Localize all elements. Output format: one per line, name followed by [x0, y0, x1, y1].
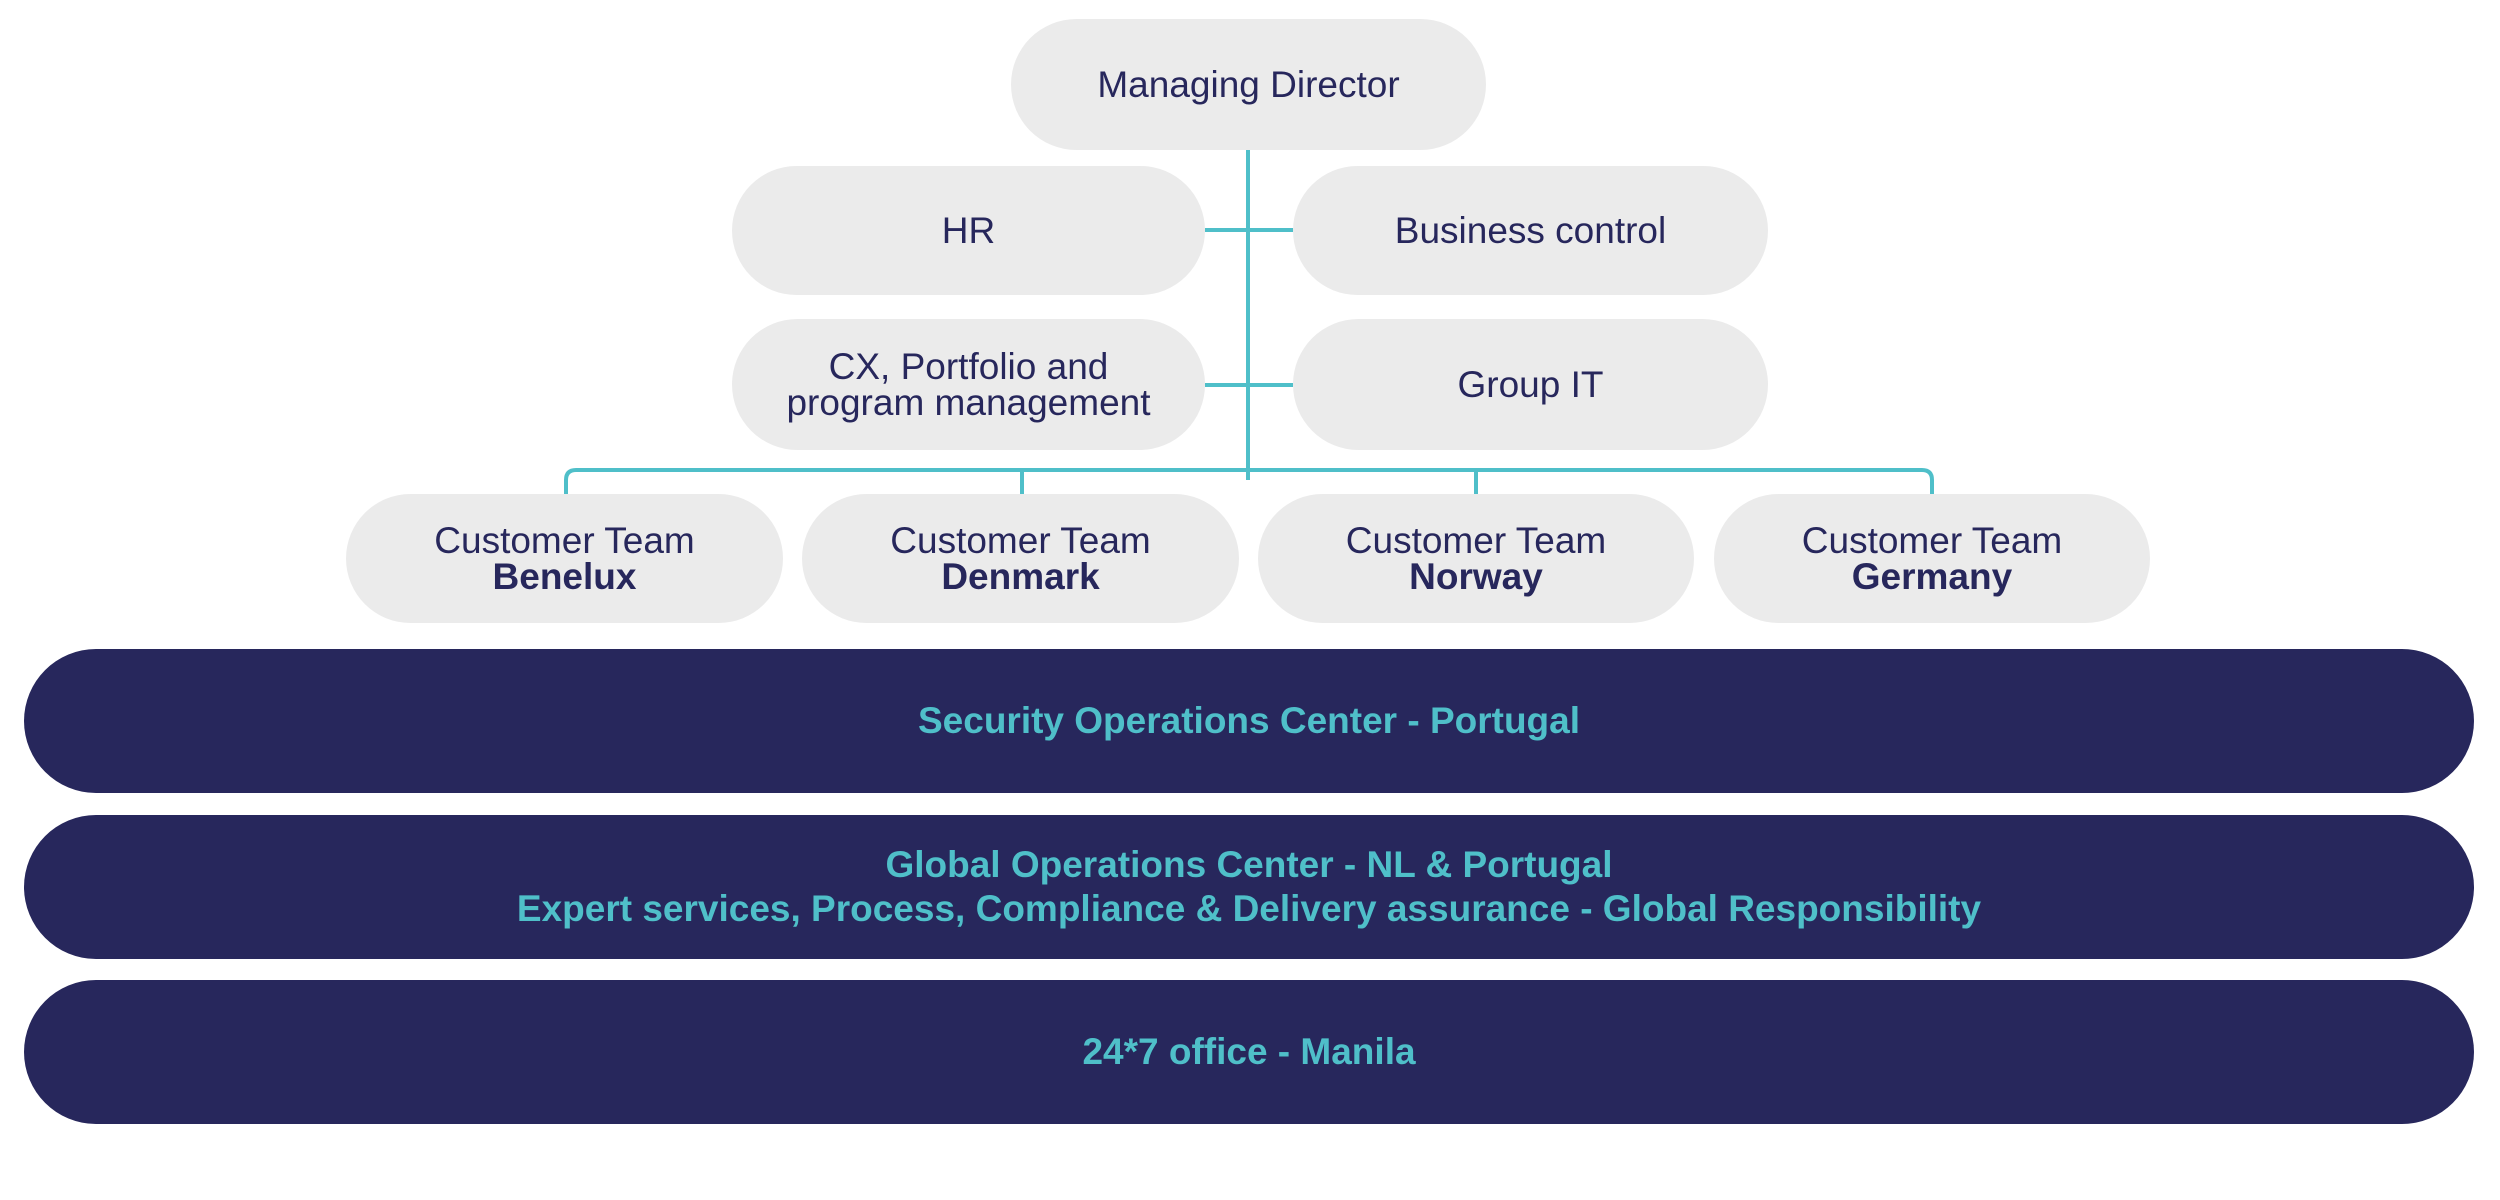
bar-global-operations: Global Operations Center - NL & Portugal… [24, 815, 2474, 959]
team-region: Benelux [492, 555, 637, 597]
team-prefix: Customer Team [1345, 519, 1607, 561]
team-prefix: Customer Team [890, 519, 1151, 561]
connector-teams [564, 468, 1934, 494]
node-managing-director: Managing Director [1011, 19, 1486, 150]
node-label: Group IT [1457, 363, 1604, 405]
team-prefix: Customer Team [434, 519, 695, 561]
node-label: HR [941, 209, 996, 251]
bar-label-line1: Global Operations Center - NL & Portugal [885, 844, 1613, 885]
bar-label: 24*7 office - Manila [1082, 1031, 1416, 1072]
node-label-line2: program management [786, 381, 1151, 423]
bar-manila: 24*7 office - Manila [24, 980, 2474, 1124]
node-label: Business control [1394, 209, 1667, 251]
bar-label: Security Operations Center - Portugal [917, 700, 1581, 741]
node-business-control: Business control [1293, 166, 1768, 295]
team-region: Norway [1409, 555, 1543, 597]
team-region: Germany [1851, 555, 2013, 597]
team-region: Denmark [941, 555, 1100, 597]
node-label: Managing Director [1097, 63, 1400, 105]
node-label-line1: CX, Portfolio and [828, 345, 1109, 387]
bar-soc-portugal: Security Operations Center - Portugal [24, 649, 2474, 793]
bar-label-line2: Expert services, Process, Compliance & D… [516, 888, 1982, 929]
node-hr: HR [732, 166, 1205, 295]
team-prefix: Customer Team [1801, 519, 2063, 561]
node-group-it: Group IT [1293, 319, 1768, 450]
